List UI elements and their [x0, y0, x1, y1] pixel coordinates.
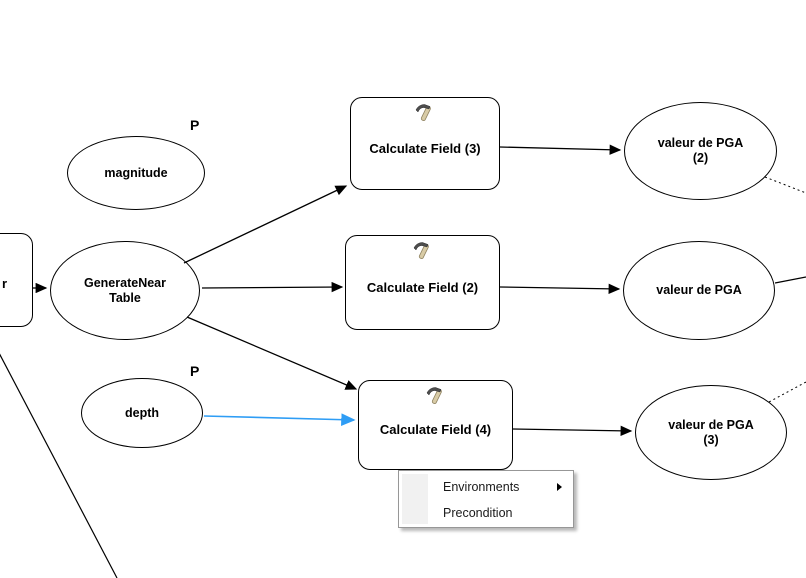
connector-calculate-field-2-to-valeur-de-pga[interactable] [499, 283, 621, 295]
parameter-marker-depth: P [190, 363, 200, 379]
connector-calculate-field-3-to-valeur-de-pga-2[interactable] [499, 144, 622, 155]
node-label: valeur de PGA (2) [657, 136, 744, 165]
connector-depth-to-calculate-field-4-highlighted[interactable] [203, 413, 356, 427]
connector-generate-near-table-to-calculate-field-3[interactable] [183, 185, 348, 264]
connector-valeur-de-pga-3-dashed-out[interactable] [768, 381, 806, 403]
node-valeur-de-pga-2[interactable]: valeur de PGA (2) [624, 102, 777, 200]
menu-item-environments[interactable]: Environments [399, 474, 573, 500]
connector-generate-near-table-to-calculate-field-4[interactable] [186, 316, 358, 390]
node-calculate-field-4[interactable]: Calculate Field (4) [358, 380, 513, 470]
node-label: Calculate Field (3) [369, 140, 481, 156]
node-valeur-de-pga[interactable]: valeur de PGA [623, 241, 775, 340]
connector-offscreen-diagonal[interactable] [0, 351, 118, 578]
node-calculate-field-3[interactable]: Calculate Field (3) [350, 97, 500, 190]
node-calculate-field-2[interactable]: Calculate Field (2) [345, 235, 500, 330]
node-label: valeur de PGA [656, 283, 742, 297]
node-label: depth [124, 405, 160, 420]
node-generate-near-table[interactable]: GenerateNear Table [50, 241, 200, 340]
hammer-icon [413, 242, 429, 259]
menu-item-precondition[interactable]: Precondition [399, 500, 573, 526]
node-label: GenerateNear Table [84, 275, 166, 305]
menu-item-label: Environments [443, 480, 520, 494]
submenu-arrow-icon [557, 483, 562, 491]
connector-valeur-de-pga-out[interactable] [774, 276, 806, 284]
connector-generate-near-table-to-calculate-field-2[interactable] [201, 281, 344, 293]
context-menu: Environments Precondition [398, 470, 574, 528]
node-label: Calculate Field (2) [366, 279, 479, 295]
connector-calculate-field-4-to-valeur-de-pga-3[interactable] [512, 425, 633, 437]
hammer-icon [415, 104, 431, 121]
node-label: r [1, 276, 7, 291]
node-offscreen-tool[interactable]: r [0, 233, 33, 327]
hammer-icon [426, 387, 442, 404]
parameter-marker-magnitude: P [190, 117, 200, 133]
node-label: valeur de PGA (3) [668, 417, 754, 447]
node-label: magnitude [104, 165, 168, 180]
menu-item-label: Precondition [443, 506, 513, 520]
node-label: Calculate Field (4) [379, 422, 492, 437]
node-depth[interactable]: depth [81, 378, 203, 448]
node-valeur-de-pga-3[interactable]: valeur de PGA (3) [635, 385, 787, 480]
node-magnitude[interactable]: magnitude [67, 136, 205, 210]
context-menu-gutter [402, 474, 428, 524]
connector-valeur-de-pga-2-dashed-out[interactable] [764, 176, 806, 194]
